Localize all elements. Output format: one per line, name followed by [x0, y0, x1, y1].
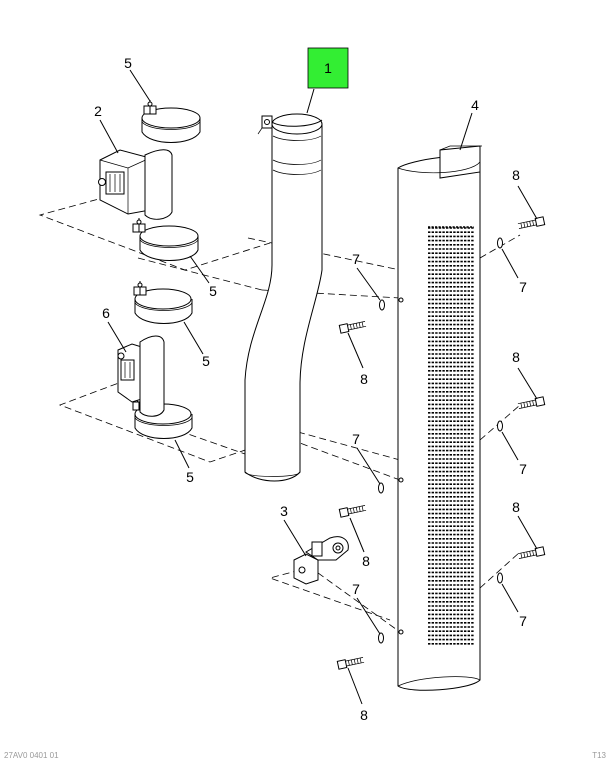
- callout-7-label: 7: [352, 251, 360, 267]
- clamp-lower-top: [133, 281, 193, 324]
- callout-1-highlight: [307, 47, 349, 89]
- callout-5-label: 5: [186, 469, 194, 485]
- exhaust-pipe: [244, 113, 323, 482]
- callout-8-label: 8: [512, 349, 520, 365]
- callout-1: 1: [307, 47, 349, 89]
- washers: [378, 237, 503, 644]
- callout-7-label: 7: [352, 581, 360, 597]
- callout-7-label: 7: [519, 613, 527, 629]
- callout-8-label: 8: [512, 499, 520, 515]
- callout-6-label: 6: [102, 305, 110, 321]
- callout-5-label: 5: [202, 353, 210, 369]
- upper-bracket: [98, 149, 173, 220]
- heat-shield: [397, 145, 482, 691]
- bolts: [336, 216, 546, 670]
- callout-4-label: 4: [471, 97, 479, 113]
- callout-7-label: 7: [352, 431, 360, 447]
- footer-drawing-id: 27AV0 0401 01: [4, 751, 59, 760]
- callout-5-label: 5: [209, 283, 217, 299]
- callout-7-label: 7: [519, 279, 527, 295]
- callout-5-label: 5: [124, 55, 132, 71]
- lower-bracket: [117, 335, 165, 417]
- clamp-upper-top: [141, 100, 201, 143]
- callout-2-label: 2: [94, 103, 102, 119]
- callout-8-label: 8: [360, 371, 368, 387]
- leader-lines: [99, 69, 538, 705]
- callout-8-label: 8: [360, 707, 368, 723]
- callout-8-label: 8: [362, 553, 370, 569]
- callout-8-label: 8: [512, 167, 520, 183]
- clamp-upper-bottom: [132, 218, 199, 261]
- heat-shield-slots: [428, 226, 474, 645]
- callout-3-label: 3: [280, 503, 288, 519]
- callout-1-label: 1: [324, 60, 332, 76]
- small-bracket: [293, 536, 349, 585]
- callout-7-label: 7: [519, 461, 527, 477]
- footer-sheet-id: T13: [592, 751, 606, 760]
